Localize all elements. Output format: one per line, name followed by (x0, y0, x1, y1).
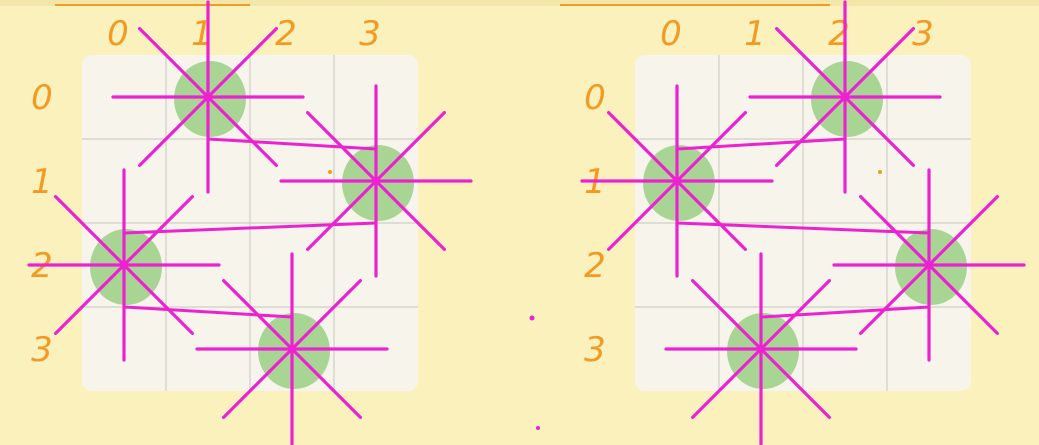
row-label: 2 (584, 246, 606, 286)
row-label: 3 (31, 330, 53, 370)
row-label: 1 (31, 162, 53, 202)
col-label: 3 (912, 14, 934, 54)
col-label: 3 (359, 14, 381, 54)
stray-dot (878, 170, 882, 174)
row-label: 0 (31, 78, 53, 118)
col-label: 2 (275, 14, 297, 54)
stray-dot (328, 170, 332, 174)
col-label: 1 (744, 14, 766, 54)
col-label: 0 (107, 14, 129, 54)
top-strip (0, 0, 1039, 6)
row-label: 0 (584, 78, 606, 118)
connection-path (122, 95, 378, 351)
stray-dot (529, 315, 535, 321)
col-label: 0 (660, 14, 682, 54)
connection-path (675, 95, 931, 351)
row-label: 3 (584, 330, 606, 370)
stray-dot (536, 426, 540, 430)
